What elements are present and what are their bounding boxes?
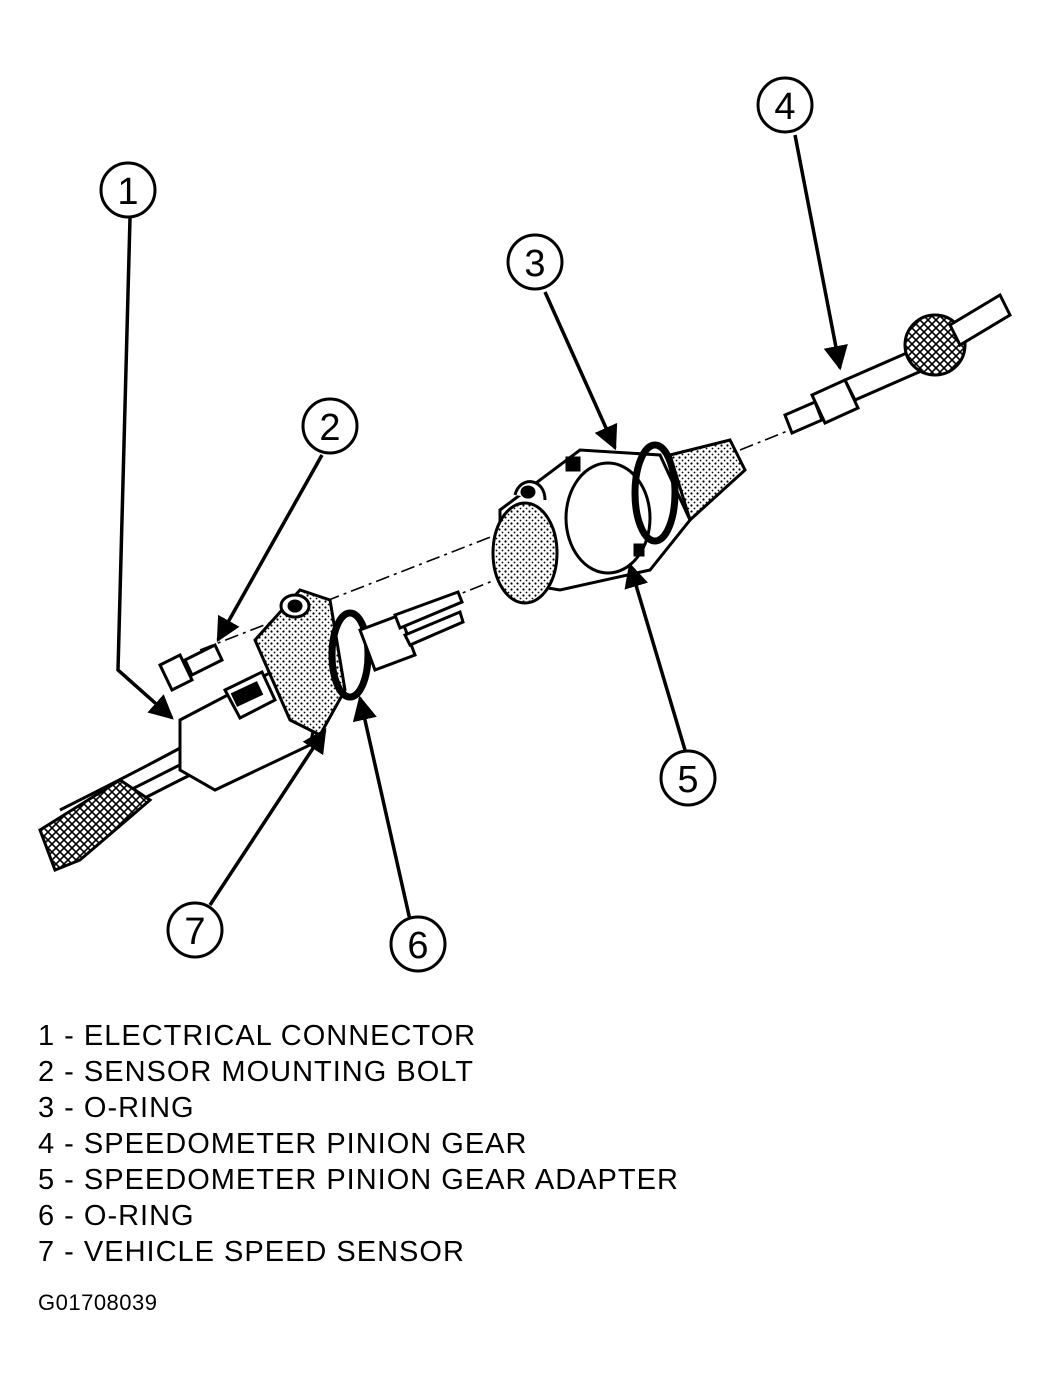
svg-text:2: 2 [319,407,340,449]
exploded-view-diagram: 1 2 3 4 5 6 7 [38,76,1012,973]
leader-6 [352,695,412,921]
callout-6: 6 [389,915,447,973]
legend-item: 1 - ELECTRICAL CONNECTOR [38,1020,477,1052]
svg-text:3: 3 [524,243,545,285]
adapter-nose [668,438,747,523]
harness-braided-loom [38,778,153,872]
pinion-gear-adapter [491,448,692,605]
leader-7 [208,727,327,906]
svg-text:1: 1 [117,171,138,213]
leader-5 [624,562,687,751]
callout-7: 7 [166,901,224,959]
leader-4 [793,134,848,371]
svg-text:7: 7 [184,911,205,953]
leader-2 [216,454,324,643]
vehicle-speed-sensor [253,588,347,737]
legend-item: 6 - O-RING [38,1200,195,1232]
svg-text:4: 4 [774,86,795,128]
callout-2: 2 [301,397,359,455]
svg-text:5: 5 [677,759,698,801]
callout-4: 4 [756,76,814,134]
leader-lines [116,134,848,921]
sensor-mounting-bolt [158,642,224,693]
leader-3 [543,291,618,451]
callout-3: 3 [506,233,564,291]
legend-item: 5 - SPEEDOMETER PINION GEAR ADAPTER [38,1164,679,1196]
legend-item: 7 - VEHICLE SPEED SENSOR [38,1236,465,1268]
callout-1: 1 [99,161,157,219]
adapter-o-ring [631,441,679,545]
sensor-shaft [358,590,465,672]
legend-item: 2 - SENSOR MOUNTING BOLT [38,1056,474,1088]
legend-item: 3 - O-RING [38,1092,195,1124]
parts-legend: 1 - ELECTRICAL CONNECTOR 2 - SENSOR MOUN… [38,1018,679,1270]
leader-1 [116,217,174,720]
callout-5: 5 [659,749,717,807]
speedometer-pinion-gear [783,378,860,435]
legend-item: 4 - SPEEDOMETER PINION GEAR [38,1128,528,1160]
speedometer-cable [842,292,1012,402]
svg-text:6: 6 [407,925,428,967]
figure-code: G01708039 [38,1290,158,1315]
